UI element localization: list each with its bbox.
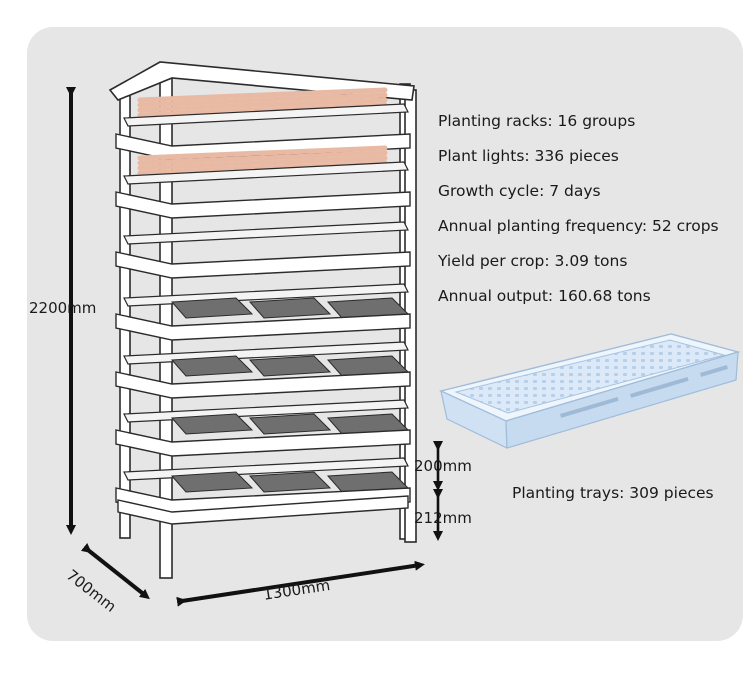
shelf-front-board: [115, 429, 411, 457]
width-arrow: [176, 560, 425, 607]
shelf-tray: [170, 355, 254, 377]
grow-light-tube: [137, 155, 388, 171]
shelf-front-board: [115, 313, 411, 341]
shelf-back-ledge: [123, 161, 409, 185]
height-label: 2200mm: [29, 299, 97, 317]
shelf-tray: [248, 471, 332, 493]
shelf-tray: [248, 355, 332, 377]
grow-light-tube: [137, 145, 388, 161]
shelf-front-board: [115, 371, 411, 399]
grow-light-tube: [137, 150, 388, 166]
shelf-back-ledge: [123, 221, 409, 245]
tier-gap-upper-label: 200mm: [414, 457, 472, 475]
spec-planting-racks: Planting racks: 16 groups: [438, 112, 636, 130]
shelf-front-board: [115, 487, 411, 515]
shelf-tray: [170, 413, 254, 435]
shelf-base-board: [117, 495, 409, 525]
tray-side-vents: [560, 365, 728, 418]
tier-gap-lower-label: 212mm: [414, 509, 472, 527]
spec-annual-output: Annual output: 160.68 tons: [438, 287, 651, 305]
shelf-back-ledge: [123, 103, 409, 127]
spec-growth-cycle: Growth cycle: 7 days: [438, 182, 601, 200]
dimension-arrows: [66, 87, 425, 607]
shelf-tray: [170, 297, 254, 319]
spec-list: Planting racks: 16 groups Plant lights: …: [438, 104, 719, 314]
planting-tray: [438, 333, 741, 449]
spec-yield-per-crop: Yield per crop: 3.09 tons: [438, 252, 628, 270]
grow-light-tube: [137, 97, 388, 113]
depth-arrow: [80, 542, 150, 600]
spec-planting-frequency: Annual planting frequency: 52 crops: [438, 217, 719, 235]
shelf-front-board: [115, 191, 411, 219]
post-back-left: [119, 87, 131, 539]
grow-light-tube: [137, 87, 388, 103]
spec-plant-lights: Plant lights: 336 pieces: [438, 147, 619, 165]
shelf-tray: [170, 471, 254, 493]
rack-shelves: [115, 87, 411, 525]
shelf-front-board: [115, 251, 411, 279]
shelf-tray: [248, 297, 332, 319]
shelf-tray: [248, 413, 332, 435]
grow-light-tube: [137, 92, 388, 108]
tray-caption: Planting trays: 309 pieces: [512, 484, 714, 502]
